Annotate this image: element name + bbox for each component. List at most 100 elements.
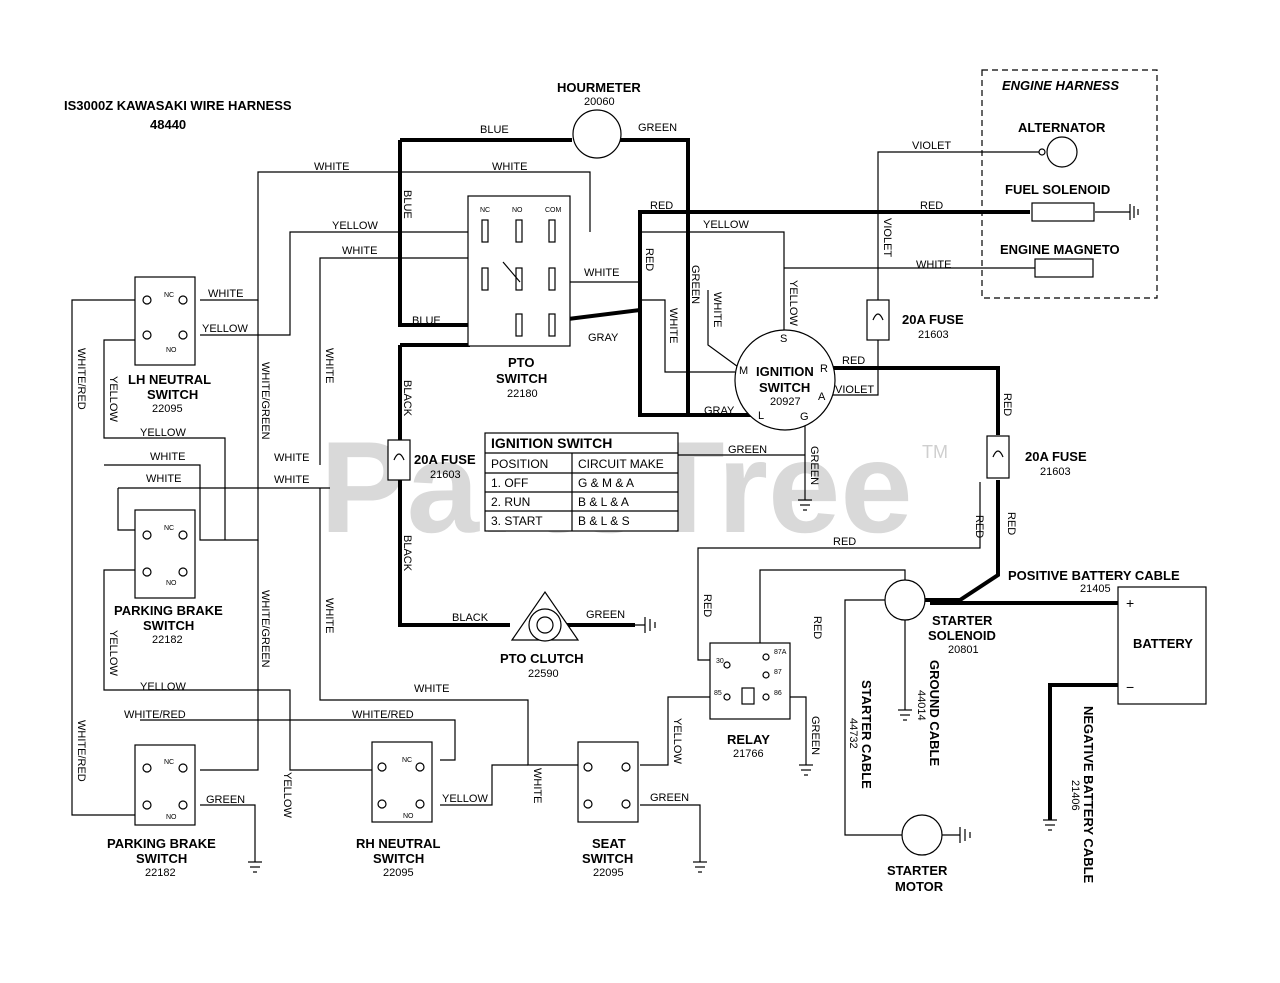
ground-icon [620, 617, 656, 633]
lh-neutral-switch: NC NO LH NEUTRAL SWITCH 22095 [128, 276, 211, 415]
lh-neutral-name-1: LH NEUTRAL [128, 372, 211, 387]
hourmeter-symbol [572, 109, 622, 159]
rh-neutral-switch-body [371, 741, 433, 823]
wire-label-red-4: RED [833, 536, 856, 548]
fuel-solenoid-label: FUEL SOLENOID [1005, 182, 1110, 197]
relay-pin-label: 87 [774, 669, 782, 676]
engine-harness-label: ENGINE HARNESS [1002, 78, 1119, 93]
starter-solenoid-symbol [884, 579, 926, 621]
relay-pin-label: 30 [716, 658, 724, 665]
fuse-a: 20A FUSE 21603 [387, 439, 476, 481]
relay-name: RELAY [727, 732, 770, 747]
wire-label-yellow-5: YELLOW [140, 681, 186, 693]
relay-body [709, 642, 791, 720]
switch-terminal [178, 330, 188, 340]
starter-solenoid: STARTER SOLENOID 20801 [884, 579, 996, 656]
wire-label-yellow-v3: YELLOW [281, 772, 293, 818]
ignition-switch-body [734, 329, 836, 431]
table-cell: 2. RUN [491, 495, 530, 509]
relay-pin-label: 87A [774, 649, 787, 656]
ground-cable-name: GROUND CABLE [927, 660, 942, 766]
wire-label-white-red-1: WHITE/RED [124, 709, 186, 721]
wire-label-red-v1: RED [643, 248, 655, 271]
pto-clutch-name: PTO CLUTCH [500, 651, 584, 666]
fuse-a-body [387, 439, 411, 481]
wire-label-yellow-3: YELLOW [703, 219, 749, 231]
seat-switch: SEAT SWITCH 22095 [577, 741, 639, 879]
wire-label-green-v3: GREEN [809, 716, 821, 755]
seat-switch-number: 22095 [593, 867, 624, 879]
fuse-b-number: 21603 [918, 329, 949, 341]
wire-label-yellow-4: YELLOW [140, 427, 186, 439]
seat-switch-body [577, 741, 639, 823]
ignition-switch: IGNITION SWITCH 20927 M S R A G L [734, 329, 836, 431]
ignition-table-border [484, 432, 679, 532]
fuse-c-name: 20A FUSE [1025, 449, 1087, 464]
relay-pin-label: 85 [714, 690, 722, 697]
wire-label-white-v2: WHITE [323, 598, 335, 633]
hourmeter-label: HOURMETER [557, 80, 641, 95]
wire-label-green-v1: GREEN [689, 265, 701, 304]
starter-motor-name-2: MOTOR [895, 879, 944, 894]
wire-label-red-v5: RED [701, 594, 713, 617]
fuse-a-number: 21603 [430, 469, 461, 481]
pto-terminal [548, 267, 556, 291]
switch-terminal [621, 762, 631, 772]
switch-terminal [142, 330, 152, 340]
wire-label-red-1: RED [650, 200, 673, 212]
starter-solenoid-name-2: SOLENOID [928, 628, 996, 643]
wire-label-white-green-v1: WHITE/GREEN [259, 362, 271, 440]
wire-label-yellow-2: YELLOW [202, 323, 248, 335]
table-cell: 1. OFF [491, 476, 528, 490]
ground-icon [898, 709, 912, 721]
wire-labels: BLUE GREEN WHITE WHITE YELLOW WHITE WHIT… [75, 122, 1017, 818]
ground-icon [693, 861, 707, 873]
hourmeter-number: 20060 [584, 96, 615, 108]
parking-brake-lower-name-2: SWITCH [136, 851, 187, 866]
wire-label-white-v3: WHITE [531, 768, 543, 803]
wire-label-white-green-v2: WHITE/GREEN [259, 590, 271, 668]
table-cell: 3. START [491, 514, 543, 528]
wire-label-black-1: BLACK [452, 612, 489, 624]
wire-label-white-v5: WHITE [711, 292, 723, 327]
wire-label-green-3: GREEN [586, 609, 625, 621]
diagram-part-number: 48440 [150, 117, 186, 132]
ground-icon [799, 764, 813, 776]
wire-label-white-5: WHITE [584, 267, 619, 279]
lh-neutral-name-2: SWITCH [147, 387, 198, 402]
switch-label-nc: NC [164, 292, 174, 299]
parking-brake-lower-name-1: PARKING BRAKE [107, 836, 216, 851]
switch-terminal [415, 762, 425, 772]
switch-label-no: NO [166, 580, 177, 587]
ground-icon [248, 861, 262, 873]
switch-terminal [178, 567, 188, 577]
wire-label-gray-1: GRAY [588, 332, 619, 344]
wire-label-gray-2: GRAY [704, 405, 735, 417]
pto-switch: NC NO COM PTO SWITCH 22180 [467, 195, 571, 400]
switch-terminal [583, 762, 593, 772]
parking-brake-upper-name-2: SWITCH [143, 618, 194, 633]
switch-terminal [142, 800, 152, 810]
relay-terminal [762, 671, 770, 679]
wire-label-white-10: WHITE [274, 474, 309, 486]
pto-clutch: PTO CLUTCH 22590 [500, 590, 584, 680]
switch-terminal [583, 799, 593, 809]
ignition-table-title: IGNITION SWITCH [491, 435, 612, 451]
engine-magneto-symbol [1034, 258, 1094, 278]
hourmeter: HOURMETER 20060 [557, 80, 641, 159]
table-header-circuit: CIRCUIT MAKE [578, 457, 664, 471]
pto-terminal [515, 219, 523, 243]
pto-pin-nc: NC [480, 207, 490, 214]
ignition-pin-g: G [800, 411, 809, 423]
wire-label-white-2: WHITE [492, 161, 527, 173]
engine-harness-box [981, 69, 1158, 299]
pto-terminal [548, 219, 556, 243]
parking-brake-upper-name-1: PARKING BRAKE [114, 603, 223, 618]
relay: 30 87A 87 85 86 RELAY 21766 [709, 642, 791, 760]
wire-label-violet-v: VIOLET [881, 218, 893, 257]
parking-brake-upper-body [134, 509, 196, 599]
wire-label-blue-top: BLUE [480, 124, 509, 136]
switch-terminal [142, 567, 152, 577]
table-cell: G & M & A [578, 476, 634, 490]
